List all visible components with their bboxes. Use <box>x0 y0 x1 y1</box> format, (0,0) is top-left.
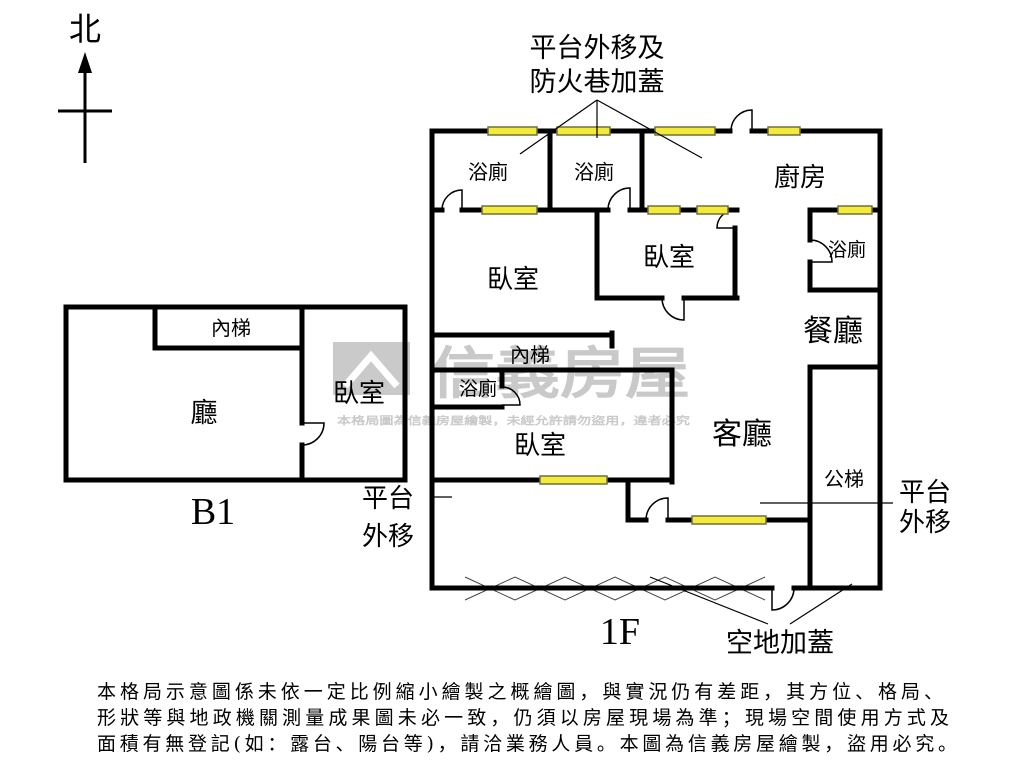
level-label-1f: 1F <box>600 611 640 653</box>
window <box>837 205 873 215</box>
window <box>647 205 681 215</box>
door-b1-bedroom <box>301 422 325 446</box>
note-bottom-leader-left <box>649 576 769 625</box>
north-label: 北 <box>69 10 101 48</box>
disclaimer-line-1: 本格局示意圖係未依一定比例縮小繪製之概繪圖，與實況仍有差距，其方位、格局、 <box>97 681 943 703</box>
wall-public-stairs <box>807 364 883 591</box>
note-right-line-2: 外移 <box>899 508 951 538</box>
room-label-kitchen: 廚房 <box>774 163 826 193</box>
door-living-south <box>645 497 669 521</box>
room-label-bedroom-2: 臥室 <box>487 265 539 295</box>
room-label-bedroom-1: 臥室 <box>643 243 695 273</box>
room-label-bathroom-4: 浴廁 <box>459 377 497 400</box>
room-label-b1-hall: 廳 <box>191 398 218 429</box>
window <box>767 126 801 136</box>
window <box>556 126 611 136</box>
room-label-dining-room: 餐廳 <box>803 314 863 349</box>
room-label-living-room: 客廳 <box>712 417 772 452</box>
window <box>481 205 538 215</box>
floor-1f: 浴廁 浴廁 廚房 臥室 浴廁 臥室 餐廳 內梯 浴廁 臥室 客廳 公梯 平台外移… <box>362 33 951 659</box>
room-label-bathroom-2: 浴廁 <box>574 160 614 184</box>
room-label-bathroom-3: 浴廁 <box>828 238 866 261</box>
note-top-line-1: 平台外移及 <box>530 33 665 64</box>
door-bathroom-2 <box>607 187 631 211</box>
note-bottom-leader-right <box>789 583 853 625</box>
watermark-brand: 信義房屋 <box>430 342 690 407</box>
disclaimer: 本格局示意圖係未依一定比例縮小繪製之概繪圖，與實況仍有差距，其方位、格局、 形狀… <box>97 681 957 755</box>
glass-door-zigzag-b <box>464 576 766 601</box>
compass: 北 <box>58 10 112 163</box>
room-label-b1-bedroom: 臥室 <box>333 379 385 409</box>
room-label-bedroom-3: 臥室 <box>514 431 566 461</box>
room-label-public-stairs: 公梯 <box>824 467 864 491</box>
watermark-logo-roof <box>342 350 400 389</box>
room-label-inner-stairs: 內梯 <box>510 343 550 367</box>
door-main-entrance <box>771 587 795 611</box>
north-arrow-icon <box>78 52 92 73</box>
door-bedroom-center <box>716 209 736 229</box>
window <box>691 515 767 525</box>
wall-bathroom-southwest <box>429 367 505 410</box>
door-kitchen-exterior <box>730 109 753 132</box>
wall-living-south <box>625 477 813 523</box>
door-bathroom-4 <box>501 386 521 406</box>
room-label-b1-inner-stairs: 內梯 <box>211 316 251 340</box>
note-bottom: 空地加蓋 <box>726 628 834 659</box>
wall-b1-outer <box>63 304 408 483</box>
watermark: 信義房屋 本格局圖為信義房屋繪製，未經允許請勿盜用，違者必究 <box>333 342 691 427</box>
note-right-line-1: 平台 <box>899 478 951 508</box>
wall-b1-inner-stairs <box>152 304 305 351</box>
door-bathroom-3 <box>809 239 833 263</box>
note-top-leader-right <box>596 99 703 159</box>
note-left-line-1: 平台 <box>362 484 414 514</box>
note-left-line-2: 外移 <box>362 522 414 552</box>
wall-bedroom-west-bottom <box>429 330 615 349</box>
window <box>539 475 608 485</box>
note-top-leader-left <box>519 99 598 155</box>
floor-b1: 內梯 廳 臥室 B1 <box>63 304 408 533</box>
door-bedroom-center-south <box>661 297 685 321</box>
disclaimer-line-3: 面積有無登記(如：露台、陽台等)，請洽業務人員。本圖為信義房屋繪製，盜用必究。 <box>97 733 957 755</box>
glass-door-zigzag-a <box>464 576 766 601</box>
room-label-bathroom-1: 浴廁 <box>468 160 508 184</box>
note-top-line-2: 防火巷加蓋 <box>530 67 665 98</box>
level-label-b1: B1 <box>191 491 235 533</box>
window <box>696 205 729 215</box>
disclaimer-line-2: 形狀等與地政機關測量成果圖未必一致，仍須以房屋現場為準；現場空間使用方式及 <box>97 707 949 729</box>
window <box>487 126 538 136</box>
door-bathroom-1 <box>441 189 463 211</box>
watermark-notice: 本格局圖為信義房屋繪製，未經允許請勿盜用，違者必究 <box>337 414 691 427</box>
window <box>654 126 716 136</box>
